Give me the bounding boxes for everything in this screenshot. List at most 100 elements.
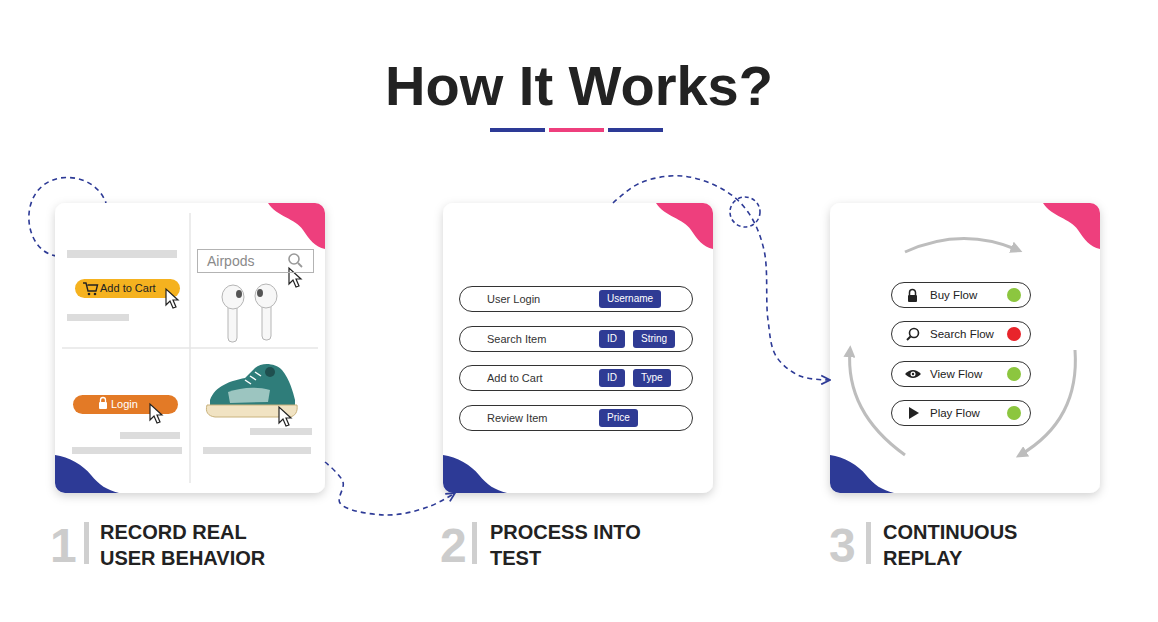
title: How It Works? [0, 54, 1158, 118]
param-tag: ID [599, 369, 625, 387]
blue-blob [830, 455, 894, 493]
search-box: Airpods [197, 249, 314, 273]
mouse-cursor [166, 289, 178, 308]
step-card: 1RECORD REAL USER BEHAVIORAdd to CartAir… [55, 203, 325, 493]
lock-icon [99, 398, 107, 410]
pink-blob [1043, 203, 1100, 249]
placeholder-bar [67, 314, 129, 321]
lock-icon [908, 295, 917, 302]
search-text: Airpods [207, 250, 313, 272]
cart-icon [83, 283, 98, 295]
mouse-cursor [150, 404, 162, 423]
param-label: ID [607, 369, 617, 387]
button-shape [75, 279, 180, 298]
step-caption: PROCESS INTO TEST [490, 519, 680, 571]
test-step-pill: Review ItemPrice [459, 405, 693, 431]
flow-pill: Search Flow [891, 321, 1031, 347]
replay-illustration [850, 238, 1076, 455]
step-caption: RECORD REAL USER BEHAVIOR [100, 519, 290, 571]
lock-body [99, 402, 107, 409]
shoe-picture [206, 364, 297, 417]
cart-wheel [88, 293, 91, 296]
search-handle [907, 337, 911, 341]
step-number: 2 [440, 522, 467, 570]
eye-iris [911, 372, 916, 377]
shop-illustration [62, 213, 318, 483]
shoe-laces [245, 372, 261, 384]
card-panel [830, 203, 1100, 493]
param-tag: ID [599, 330, 625, 348]
step-label: User Login [487, 287, 692, 311]
cycle-arrow [850, 350, 905, 455]
card-background [830, 203, 1100, 493]
blue-blob [443, 455, 507, 493]
button-label: Add to Cart [100, 279, 180, 298]
flow-label: Buy Flow [930, 283, 1030, 307]
card-panel [55, 203, 325, 493]
step-number: 1 [50, 522, 77, 570]
eye-pupil [912, 373, 914, 375]
underline-bar [490, 128, 545, 132]
underline-bar [549, 128, 604, 132]
shoe-collar [265, 367, 275, 377]
button: Login [73, 395, 178, 414]
card-background [55, 203, 325, 493]
airpod-grille [257, 289, 263, 297]
param-label: Price [607, 409, 630, 427]
search-icon [289, 254, 302, 267]
flow-pill: View Flow [891, 361, 1031, 387]
test-step-pill: Add to CartIDType [459, 365, 693, 391]
airpod-grille [236, 290, 242, 298]
title-underline [490, 128, 663, 132]
placeholder-bar [120, 432, 180, 439]
placeholder-bar [250, 428, 312, 435]
play-icon [909, 407, 919, 419]
card-background [443, 203, 713, 493]
step-card: 2PROCESS INTO TESTUser LoginUsernameSear… [443, 203, 713, 493]
cycle-arrow [1020, 350, 1075, 455]
status-dot [1007, 327, 1021, 341]
pink-blob [268, 203, 325, 249]
divider [62, 347, 318, 349]
dashed-circle [730, 197, 760, 227]
param-tag: String [633, 330, 675, 348]
placeholder-bar [72, 447, 182, 454]
placeholder-bar [67, 250, 177, 258]
param-tag: Type [633, 369, 671, 387]
shoe-upper [210, 364, 295, 408]
button: Add to Cart [75, 279, 180, 298]
test-step-pill: User LoginUsername [459, 286, 693, 312]
cart-body [83, 283, 98, 291]
status-dot [1007, 367, 1021, 381]
flow-label: Play Flow [930, 401, 1030, 425]
lens [289, 254, 299, 264]
blue-blob [55, 455, 119, 493]
airpod-head [255, 284, 277, 308]
mouse-cursor [289, 268, 301, 287]
caption-bar [866, 522, 871, 564]
param-label: String [641, 330, 667, 348]
cycle-arrow [905, 238, 1018, 252]
button-shape [73, 395, 178, 414]
airpod-head [222, 285, 244, 309]
flow-pill: Buy Flow [891, 282, 1031, 308]
pink-blob [656, 203, 713, 249]
caption-bar [84, 522, 89, 564]
underline-bar [608, 128, 663, 132]
step-caption: CONTINUOUS REPLAY [883, 519, 1073, 571]
flow-pill: Play Flow [891, 400, 1031, 426]
caption-bar [472, 522, 477, 564]
status-dot [1007, 288, 1021, 302]
cart-wheel [94, 293, 97, 296]
shoe-panel [228, 388, 270, 403]
param-label: Username [607, 290, 653, 308]
test-step-pill: Search ItemIDString [459, 326, 693, 352]
mouse-cursor [279, 407, 291, 426]
flow-label: Search Flow [930, 322, 1030, 346]
param-label: Type [641, 369, 663, 387]
airpods-picture [222, 284, 277, 342]
eye-icon [905, 370, 921, 378]
step-label: Review Item [487, 406, 692, 430]
param-tag: Username [599, 290, 661, 308]
card-panel [443, 203, 713, 493]
